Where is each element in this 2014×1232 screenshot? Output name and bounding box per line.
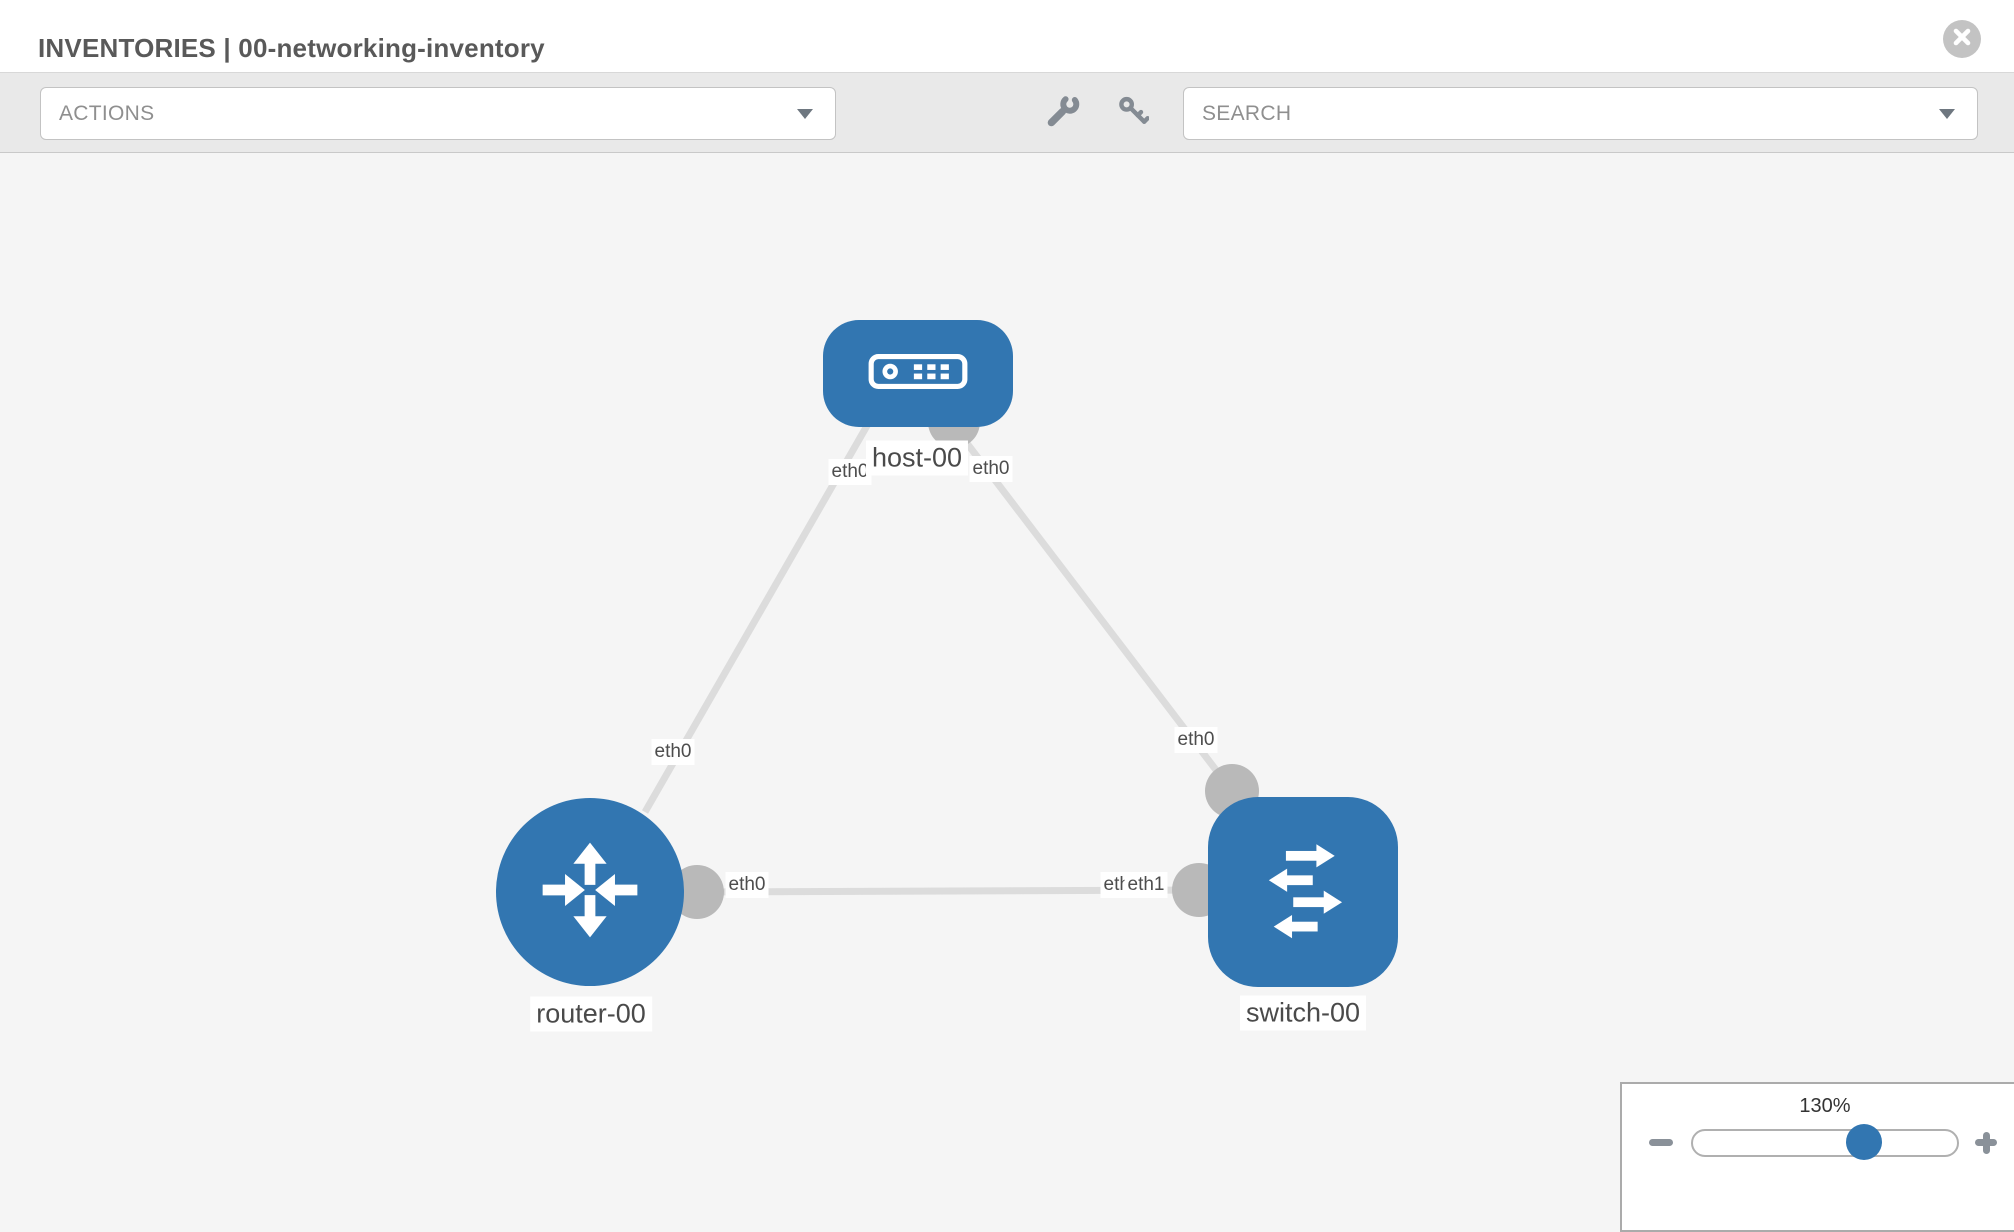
actions-dropdown-label: ACTIONS xyxy=(59,102,155,125)
interface-label: eth1 xyxy=(1124,872,1168,898)
zoom-panel: 130% xyxy=(1620,1082,2014,1232)
zoom-in-button[interactable] xyxy=(1973,1129,1999,1155)
zoom-value: 130% xyxy=(1799,1095,1851,1117)
node-host-00[interactable] xyxy=(823,320,1013,427)
toolbar: ACTIONS SEARCH xyxy=(0,73,2014,153)
node-label-switch-00: switch-00 xyxy=(1239,995,1367,1031)
links-layer xyxy=(641,396,1259,919)
interface-label: eth0 xyxy=(828,459,872,485)
interface-label: eth0 xyxy=(651,739,695,765)
search-dropdown-label: SEARCH xyxy=(1202,102,1292,125)
router-icon xyxy=(526,826,654,959)
key-icon xyxy=(1117,95,1150,132)
interface-label: eth0 xyxy=(969,456,1013,482)
interface-label: eth0 xyxy=(1174,727,1218,753)
zoom-out-button[interactable] xyxy=(1648,1129,1674,1155)
page-title: INVENTORIES | 00-networking-inventory xyxy=(38,33,545,63)
actions-dropdown[interactable]: ACTIONS xyxy=(40,87,836,140)
close-icon xyxy=(1952,27,1972,52)
close-button[interactable] xyxy=(1943,20,1981,58)
credentials-button[interactable] xyxy=(1114,94,1152,132)
chevron-down-icon xyxy=(797,109,813,119)
wrench-icon xyxy=(1046,94,1080,133)
interface-label: eth0 xyxy=(725,872,769,898)
node-label-router-00: router-00 xyxy=(530,996,652,1032)
host-icon xyxy=(868,353,968,394)
zoom-slider-track[interactable] xyxy=(1691,1129,1959,1157)
node-label-host-00: host-00 xyxy=(865,440,969,476)
node-switch-00[interactable] xyxy=(1208,797,1398,987)
chevron-down-icon xyxy=(1939,109,1955,119)
link-endpoint-icon xyxy=(670,865,724,919)
search-dropdown[interactable]: SEARCH xyxy=(1183,87,1978,140)
switch-icon xyxy=(1242,829,1364,956)
header: INVENTORIES | 00-networking-inventory xyxy=(0,0,2014,73)
zoom-slider-knob[interactable] xyxy=(1845,1124,1882,1160)
node-router-00[interactable] xyxy=(496,798,684,986)
manage-groups-button[interactable] xyxy=(1044,94,1082,132)
